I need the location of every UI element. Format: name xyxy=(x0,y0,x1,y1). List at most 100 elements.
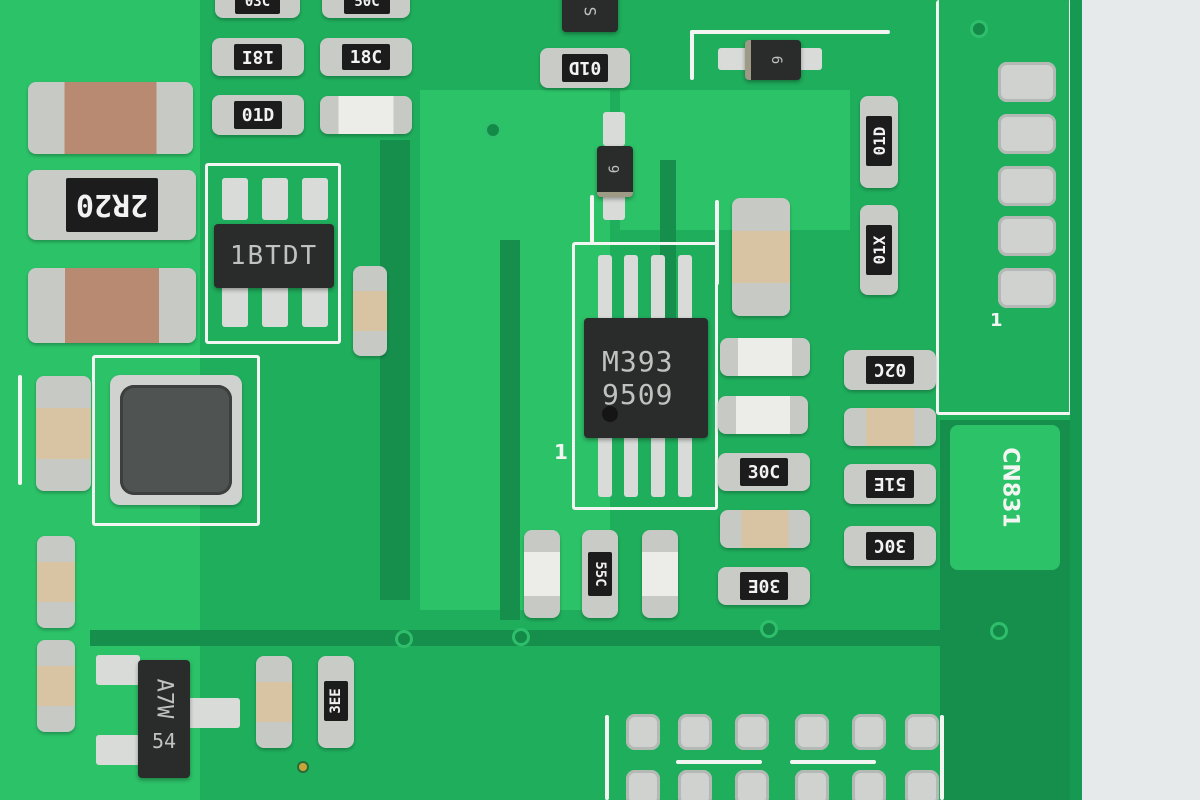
inductor-body xyxy=(120,385,232,495)
silk-line xyxy=(940,715,944,800)
resistor: 50C xyxy=(322,0,410,18)
resistor: 01D xyxy=(212,95,304,135)
bga-pad xyxy=(795,714,829,750)
capacitor xyxy=(720,510,810,548)
diode: 6 xyxy=(597,146,633,197)
trace-channel xyxy=(90,630,1070,646)
ic-pin xyxy=(262,285,288,327)
resistor: 30C xyxy=(718,453,810,491)
trace-channel xyxy=(380,140,410,600)
capacitor xyxy=(36,376,91,491)
transistor-pin xyxy=(96,655,140,685)
transistor-pin xyxy=(96,735,140,765)
connector-designator: CN831 xyxy=(997,447,1023,528)
bga-pad xyxy=(626,770,660,800)
silk-line xyxy=(18,375,22,485)
via xyxy=(512,628,530,646)
inductor-outline xyxy=(92,355,260,526)
capacitor xyxy=(28,82,193,154)
ic-pin xyxy=(678,255,692,320)
capacitor xyxy=(353,266,387,356)
bga-pad xyxy=(678,714,712,750)
silk-line xyxy=(690,30,890,34)
ic-pin xyxy=(598,255,612,320)
sot23-transistor: A7W 54 xyxy=(138,660,190,778)
silk-line xyxy=(790,760,876,764)
capacitor xyxy=(37,640,75,732)
ic-pin1-label: 1 xyxy=(554,440,568,464)
capacitor xyxy=(256,656,292,748)
ic-marking: 1BTDT xyxy=(229,241,319,271)
ic-pin xyxy=(222,178,248,220)
capacitor xyxy=(28,268,196,343)
ic-pin xyxy=(302,178,328,220)
capacitor xyxy=(320,96,412,134)
diode-partial: S xyxy=(562,0,618,32)
capacitor xyxy=(524,530,560,618)
ic-pin xyxy=(598,435,612,497)
connector-pin1-label: 1 xyxy=(990,310,1003,331)
transistor-marking-1: A7W xyxy=(151,678,177,718)
connector-pad-3 xyxy=(998,166,1056,206)
ic-pin xyxy=(651,435,665,497)
connector-tab xyxy=(950,425,1060,570)
via xyxy=(990,622,1008,640)
bga-pad xyxy=(852,770,886,800)
via xyxy=(395,630,413,648)
capacitor xyxy=(732,198,790,316)
resistor: 03C xyxy=(215,0,300,18)
pcb-board: 03C 50C 18I 18C 01D 2R20 1BTDT A7W 54 xyxy=(0,0,1082,800)
ic-pin xyxy=(262,178,288,220)
ic-marking-line1: M393 xyxy=(602,345,674,378)
ic-pin xyxy=(678,435,692,497)
connector-pad-2 xyxy=(998,114,1056,154)
silk-line xyxy=(690,30,694,80)
ic-pin xyxy=(651,255,665,320)
resistor: 55C xyxy=(582,530,618,618)
capacitor xyxy=(720,338,810,376)
capacitor xyxy=(844,408,936,446)
background xyxy=(1082,0,1200,800)
ic-pin xyxy=(624,435,638,497)
resistor: 01D xyxy=(860,96,898,188)
ic-outline-msop8 xyxy=(572,242,718,510)
silk-line xyxy=(715,200,719,285)
via xyxy=(970,20,988,38)
resistor: 18I xyxy=(212,38,304,76)
connector-pad-4 xyxy=(998,216,1056,256)
transistor-marking-2: 54 xyxy=(151,728,177,753)
resistor: 2R20 xyxy=(28,170,196,240)
ic-marking-line2: 9509 xyxy=(602,378,674,411)
resistor: 3EE xyxy=(318,656,354,748)
via xyxy=(484,121,502,139)
silk-line xyxy=(676,760,762,764)
bga-pad xyxy=(626,714,660,750)
resistor: 02C xyxy=(844,350,936,390)
bga-pad xyxy=(795,770,829,800)
capacitor xyxy=(37,536,75,628)
sot23-6-ic: 1BTDT xyxy=(214,224,334,288)
silk-line xyxy=(605,715,609,800)
pin1-dot xyxy=(602,406,618,422)
ic-outline-sot23-6 xyxy=(205,163,341,344)
bga-pad xyxy=(735,770,769,800)
transistor-pin xyxy=(185,698,240,728)
resistor: 18C xyxy=(320,38,412,76)
diode: 6 xyxy=(745,40,801,80)
inductor xyxy=(110,375,242,505)
ic-pin xyxy=(222,285,248,327)
resistor: 01D xyxy=(540,48,630,88)
resistor: 51E xyxy=(844,464,936,504)
connector-pad-1 xyxy=(998,62,1056,102)
bga-pad xyxy=(852,714,886,750)
diode-pad xyxy=(603,112,625,146)
capacitor xyxy=(642,530,678,618)
board-edge xyxy=(1070,0,1082,800)
ic-pin xyxy=(624,255,638,320)
main-ic-msop8: M393 9509 xyxy=(584,318,708,438)
resistor: 01X xyxy=(860,205,898,295)
test-point xyxy=(297,761,309,773)
bga-pad xyxy=(905,714,939,750)
trace-channel xyxy=(500,240,520,620)
capacitor xyxy=(718,396,808,434)
